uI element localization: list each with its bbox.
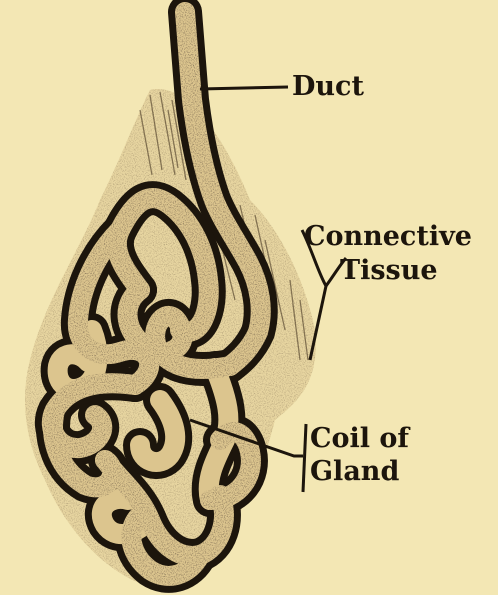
connective-label-line2: Tissue xyxy=(340,256,438,286)
coil-label-line1: Coil of xyxy=(310,424,409,454)
connective-label-line1: Connective xyxy=(304,222,472,252)
duct-label: Duct xyxy=(292,72,364,102)
coil-label-line2: Gland xyxy=(310,457,399,487)
duct-leader-line xyxy=(200,87,288,89)
